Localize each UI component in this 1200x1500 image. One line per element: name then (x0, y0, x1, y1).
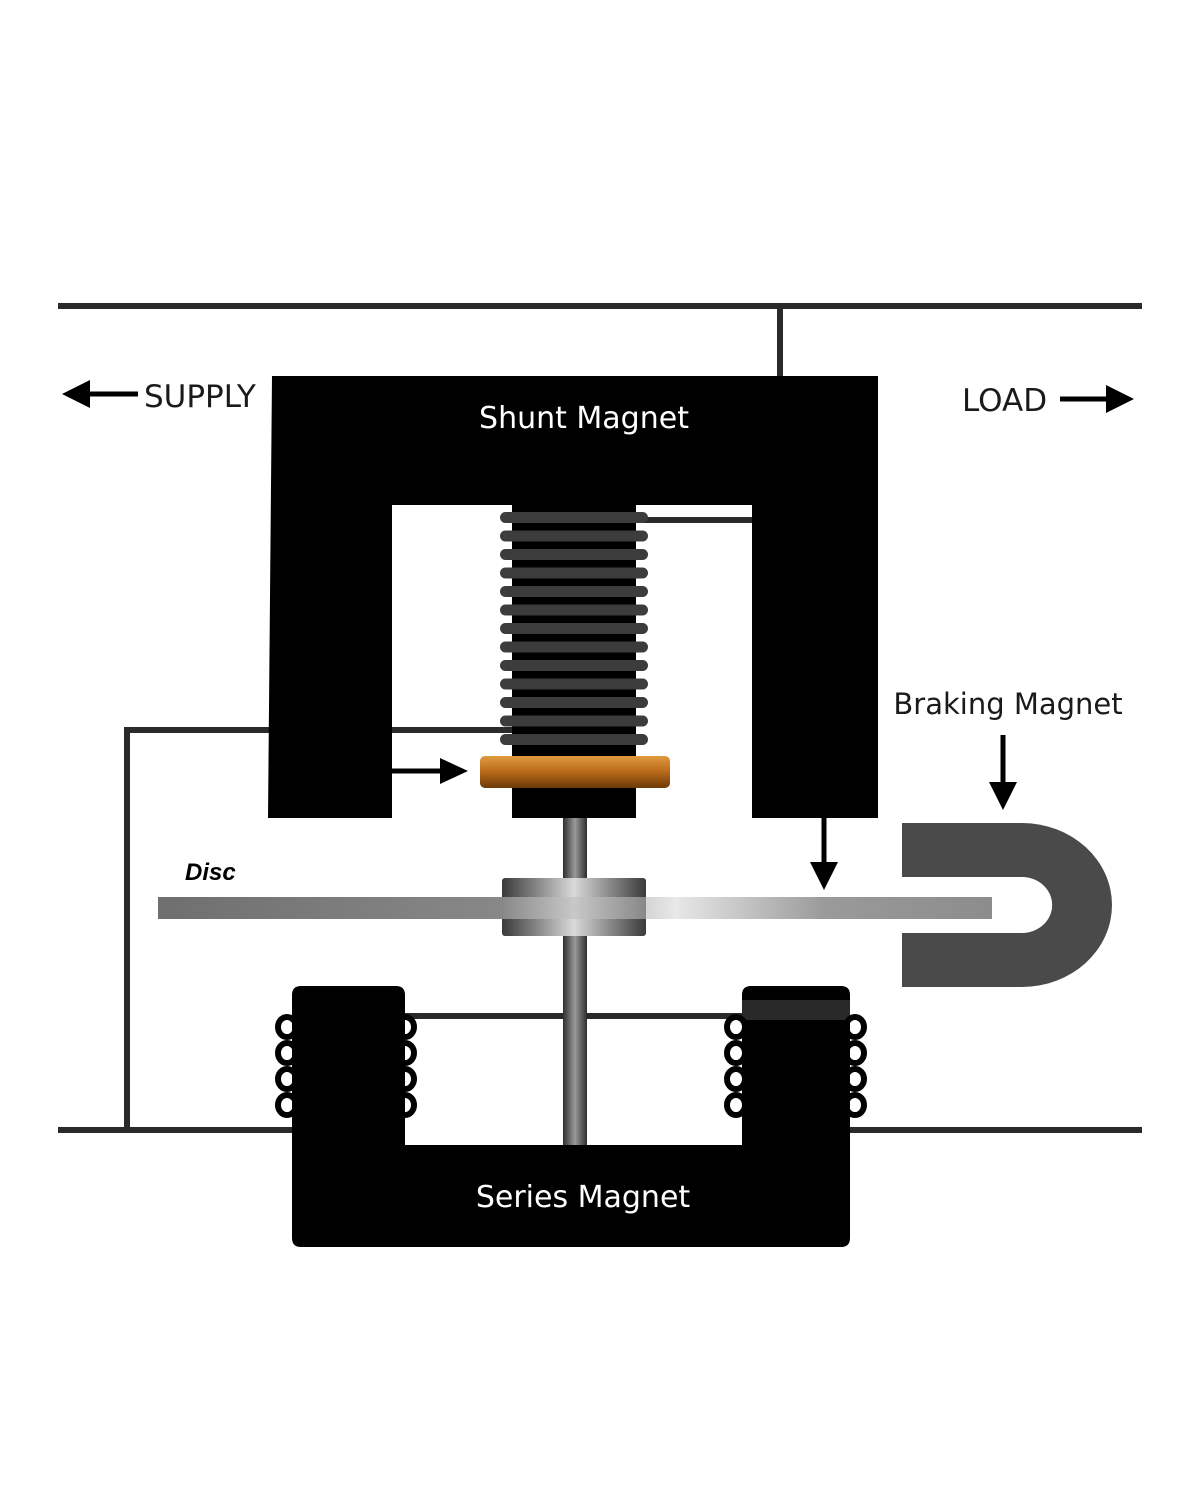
series-coil-turn (275, 1040, 299, 1066)
disc-hub-band (502, 897, 646, 919)
shunt-coil-winding (500, 697, 648, 708)
shunt-coil-winding (500, 715, 648, 727)
shunt-coil-winding (500, 549, 648, 560)
series-right-pole-highlight (742, 1000, 850, 1020)
load-arrow (1060, 385, 1134, 413)
supply-label: SUPPLY (144, 379, 256, 415)
series-coil-left (275, 1014, 417, 1118)
shading-ring (480, 756, 670, 788)
wires (58, 303, 1142, 1133)
series-coil-turn (843, 1092, 867, 1118)
braking-magnet-arrow (989, 735, 1017, 810)
series-coil-turn (393, 1066, 417, 1092)
series-coil-turn (393, 1014, 417, 1040)
series-coil-turn (275, 1014, 299, 1040)
series-coil-turn (843, 1040, 867, 1066)
series-coil-turn (843, 1066, 867, 1092)
series-coil-turn (724, 1040, 748, 1066)
shunt-coil-winding (500, 623, 648, 634)
spindle (563, 815, 587, 1150)
shunt-coil-winding (500, 586, 648, 597)
braking-magnet-label: Braking Magnet (893, 687, 1122, 721)
shunt-coil-winding (500, 641, 648, 653)
shunt-coil-winding (500, 604, 648, 616)
shunt-coil-winding (500, 734, 648, 745)
shunt-coil-winding (500, 567, 648, 579)
braking-magnet (902, 823, 1112, 987)
shading-ring-arrow (392, 758, 468, 784)
series-coil-right (724, 1014, 867, 1118)
series-coil-turn (275, 1092, 299, 1118)
series-coil-turn (393, 1040, 417, 1066)
series-coil-turn (275, 1066, 299, 1092)
series-coil-turn (843, 1014, 867, 1040)
shunt-coil-winding (500, 512, 648, 523)
shunt-coil-winding (500, 530, 648, 542)
series-magnet-label: Series Magnet (476, 1180, 691, 1215)
series-coil-turn (724, 1066, 748, 1092)
flux-arrow (810, 818, 838, 890)
load-label: LOAD (962, 383, 1047, 419)
series-coil-turn (724, 1014, 748, 1040)
shunt-coil-winding (500, 660, 648, 671)
shunt-magnet-label: Shunt Magnet (479, 401, 689, 436)
series-coil-turn (393, 1092, 417, 1118)
shunt-coil-winding (500, 678, 648, 690)
series-coil-turn (724, 1092, 748, 1118)
supply-arrow (62, 380, 138, 408)
disc-label: Disc (185, 859, 236, 886)
series-magnet-core (292, 986, 850, 1247)
shunt-coil (500, 500, 648, 756)
